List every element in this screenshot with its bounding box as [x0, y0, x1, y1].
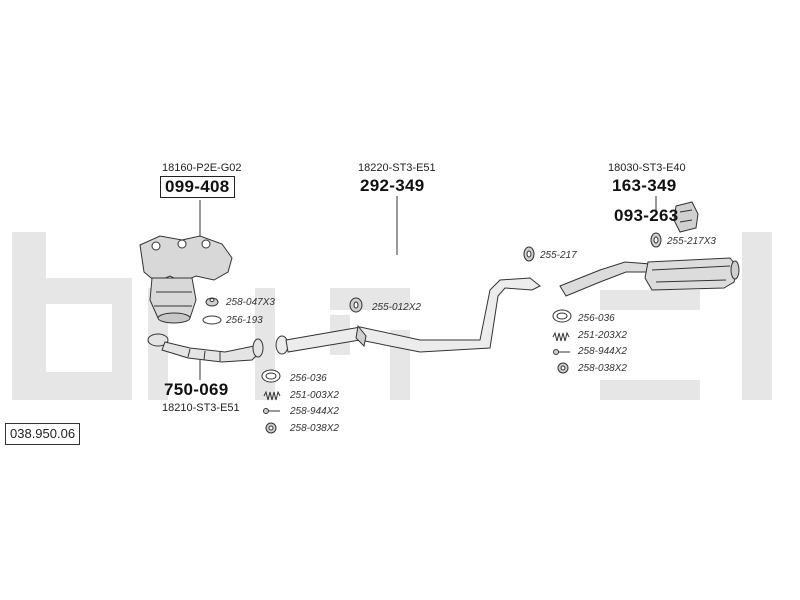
oem-number-front-pipe: 18210-ST3-E51	[162, 402, 240, 414]
bosal-watermark	[12, 232, 772, 400]
part-256-193[interactable]: 256-193	[226, 315, 263, 326]
part-256-036-a[interactable]: 256-036	[290, 373, 327, 384]
part-255-012x2[interactable]: 255-012X2	[372, 302, 421, 313]
diagram-reference-number: 038.950.06	[5, 423, 81, 445]
part-255-217x3[interactable]: 255-217X3	[667, 236, 716, 247]
part-251-203x2[interactable]: 251-203X2	[578, 330, 627, 341]
oem-number-manifold: 18160-P2E-G02	[162, 162, 242, 174]
oem-number-rear-silencer: 18030-ST3-E40	[608, 162, 686, 174]
front-pipe	[147, 333, 264, 363]
part-number-middle-pipe[interactable]: 292-349	[360, 176, 425, 195]
part-258-944x2-a[interactable]: 258-944X2	[290, 406, 339, 417]
part-258-047x3[interactable]: 258-047X3	[226, 297, 275, 308]
manifold-catalyst	[139, 235, 233, 324]
part-number-rear-silencer[interactable]: 163-349	[612, 176, 677, 195]
part-number-front-pipe[interactable]: 750-069	[164, 380, 229, 399]
part-258-038x2-a[interactable]: 258-038X2	[290, 423, 339, 434]
leader-lines	[199, 196, 680, 380]
part-251-003x2[interactable]: 251-003X2	[290, 390, 339, 401]
middle-pipe	[275, 277, 541, 355]
part-255-217[interactable]: 255-217	[540, 250, 577, 261]
part-icons	[202, 232, 662, 434]
part-258-944x2-b[interactable]: 258-944X2	[578, 346, 627, 357]
heat-shield	[673, 201, 699, 233]
part-258-038x2-b[interactable]: 258-038X2	[578, 363, 627, 374]
part-number-heat-shield[interactable]: 093-263	[614, 206, 679, 225]
oem-number-middle-pipe: 18220-ST3-E51	[358, 162, 436, 174]
rear-silencer	[559, 257, 740, 297]
part-number-manifold[interactable]: 099-408	[160, 176, 235, 198]
part-256-036-b[interactable]: 256-036	[578, 313, 615, 324]
